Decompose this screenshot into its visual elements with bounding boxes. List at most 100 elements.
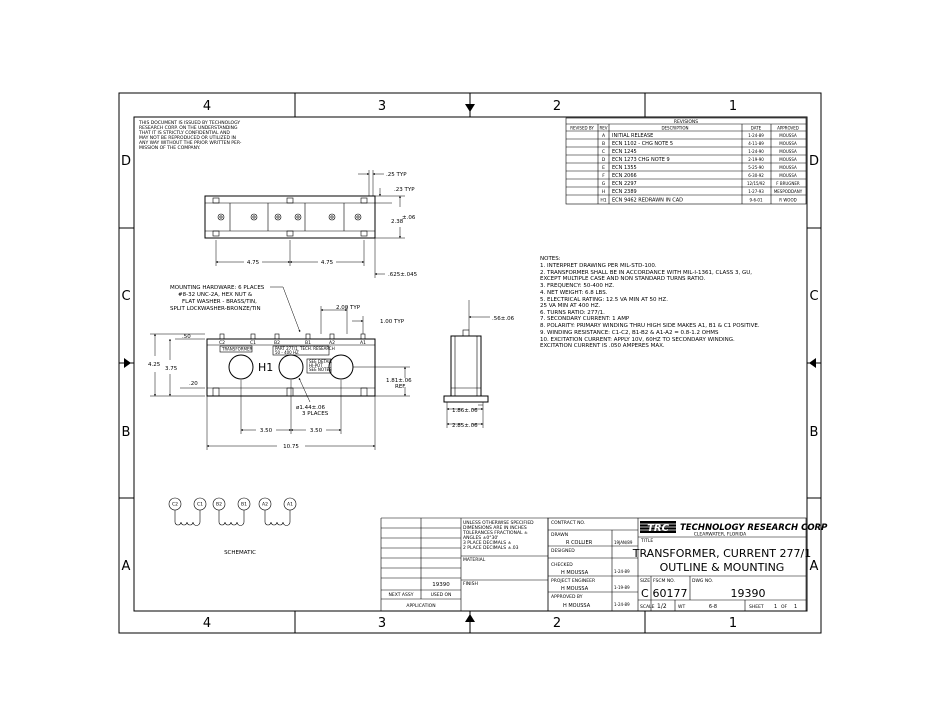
svg-text:DESIGNED: DESIGNED <box>551 548 575 554</box>
svg-text:3 PLACES: 3 PLACES <box>302 411 329 417</box>
svg-text:MESPODDANY: MESPODDANY <box>774 189 803 194</box>
revisions-table: REVISIONS REVISED BY REV DESCRIPTION DAT… <box>565 117 807 205</box>
svg-text:B1: B1 <box>241 502 247 508</box>
svg-text:REV: REV <box>599 126 607 131</box>
svg-text:TRANSFORMER: TRANSFORMER <box>221 347 253 352</box>
svg-text:1-19-89: 1-19-89 <box>614 585 630 590</box>
svg-text:1. INTERPRET DRAWING PER MIL-: 1. INTERPRET DRAWING PER MIL-STD-100. <box>540 263 657 269</box>
svg-text:.23 TYP: .23 TYP <box>394 187 415 193</box>
svg-text:.20: .20 <box>189 381 198 387</box>
svg-text:ø1.44±.06: ø1.44±.06 <box>296 405 325 411</box>
svg-text:H1: H1 <box>258 361 273 374</box>
svg-text:7. SECONDARY CURRENT: 1 AMP: 7. SECONDARY CURRENT: 1 AMP <box>540 316 630 322</box>
svg-text:D: D <box>809 154 819 169</box>
svg-text:APPROVED BY: APPROVED BY <box>551 594 583 600</box>
drawing-title: TRANSFORMER, CURRENT 277/1 <box>632 547 811 560</box>
svg-text:EXCITATION CURRENT IS .050 AMP: EXCITATION CURRENT IS .050 AMPERES MAX. <box>540 343 665 349</box>
svg-text:1: 1 <box>774 604 777 610</box>
svg-text:6-30-92: 6-30-92 <box>748 173 764 178</box>
svg-text:A: A <box>122 559 131 574</box>
svg-text:APPROVED: APPROVED <box>777 126 799 131</box>
svg-text:4: 4 <box>203 99 211 114</box>
svg-text:5. ELECTRICAL RATING: 12.5 VA: 5. ELECTRICAL RATING: 12.5 VA MIN AT 50 … <box>540 297 668 303</box>
svg-text:H MOUSSA: H MOUSSA <box>561 570 589 576</box>
svg-text:1.86±.06: 1.86±.06 <box>452 408 478 414</box>
svg-text:ANGLES ±0°30': ANGLES ±0°30' <box>463 535 498 541</box>
svg-text:A2: A2 <box>262 502 268 508</box>
svg-text:PROJECT ENGINEER: PROJECT ENGINEER <box>551 578 595 584</box>
svg-text:SIZE: SIZE <box>640 578 650 584</box>
svg-text:±.06: ±.06 <box>402 215 416 221</box>
center-mark-top-icon <box>465 104 475 112</box>
svg-text:.50: .50 <box>182 334 191 340</box>
svg-text:C1: C1 <box>197 502 203 508</box>
svg-text:25 VA MIN AT 400 HZ.: 25 VA MIN AT 400 HZ. <box>540 303 600 309</box>
table-row: F ECN 2066 6-30-92 MOUSSA <box>602 173 797 179</box>
svg-text:MOUSSA: MOUSSA <box>779 141 797 146</box>
svg-text:12/15/92: 12/15/92 <box>747 181 765 186</box>
svg-text:2. TRANSFORMER SHALL BE IN AC: 2. TRANSFORMER SHALL BE IN ACCORDANCE WI… <box>540 270 752 276</box>
svg-text:19JAN/89: 19JAN/89 <box>614 540 633 545</box>
svg-text:1-24-89: 1-24-89 <box>614 569 630 574</box>
svg-text:4-11-89: 4-11-89 <box>748 141 764 146</box>
svg-text:MOUSSA: MOUSSA <box>779 133 797 138</box>
svg-text:.25 TYP: .25 TYP <box>386 172 407 178</box>
svg-text:F: F <box>602 173 605 179</box>
svg-text:B: B <box>122 425 131 440</box>
drawing-number: 19390 <box>731 587 766 600</box>
svg-text:4.75: 4.75 <box>247 260 260 266</box>
core-window-icon <box>228 354 254 380</box>
svg-text:R WOOD: R WOOD <box>779 198 796 203</box>
svg-text:4.75: 4.75 <box>321 260 334 266</box>
svg-text:DIMENSIONS ARE IN INCHES: DIMENSIONS ARE IN INCHES <box>463 525 527 531</box>
svg-text:B2: B2 <box>274 340 280 346</box>
svg-text:4. NET WEIGHT: 6.8 LBS.: 4. NET WEIGHT: 6.8 LBS. <box>540 290 608 296</box>
svg-text:USED ON: USED ON <box>431 592 452 598</box>
svg-text:2.00 TYP: 2.00 TYP <box>336 305 361 311</box>
svg-text:MOUSSA: MOUSSA <box>779 173 797 178</box>
center-mark-left-icon <box>124 358 131 368</box>
svg-text:CHECKED: CHECKED <box>551 562 573 568</box>
table-row: A INITIAL RELEASE 1-24-89 MOUSSA <box>602 133 797 139</box>
winding-coil-icon <box>264 521 291 526</box>
center-mark-right-icon <box>809 358 816 368</box>
svg-text:3.50: 3.50 <box>310 428 323 434</box>
svg-text:ECN 2297: ECN 2297 <box>612 181 637 187</box>
svg-text:R COLLIER: R COLLIER <box>566 540 593 546</box>
svg-text:1-24-89: 1-24-89 <box>614 602 630 607</box>
svg-text:2: 2 <box>553 99 561 114</box>
terminal-stud-icon <box>219 333 366 340</box>
svg-text:THAT IT IS STRICTLY CONFIDENTI: THAT IT IS STRICTLY CONFIDENTIAL AND <box>138 130 230 136</box>
company-logo: TRC <box>640 521 676 534</box>
svg-text:E: E <box>602 165 605 171</box>
svg-text:1-24-89: 1-24-89 <box>748 133 764 138</box>
table-row: D ECN 1273 CHG NOTE 9 2-19-90 MOUSSA <box>602 157 797 163</box>
svg-text:H MOUSSA: H MOUSSA <box>561 586 589 592</box>
svg-text:C1: C1 <box>250 340 256 346</box>
svg-text:SPLIT LOCKWASHER-BRONZE/TIN: SPLIT LOCKWASHER-BRONZE/TIN <box>170 306 261 312</box>
svg-text:9. WINDING RESISTANCE: C1-C2,: 9. WINDING RESISTANCE: C1-C2, B1-B2 & A1… <box>540 330 719 336</box>
svg-text:C: C <box>121 289 130 304</box>
svg-text:INITIAL RELEASE: INITIAL RELEASE <box>612 133 653 139</box>
svg-text:A: A <box>810 559 819 574</box>
revisions-title: REVISIONS <box>674 119 698 125</box>
svg-text:3.75: 3.75 <box>165 366 178 372</box>
svg-text:1.00 TYP: 1.00 TYP <box>380 319 405 325</box>
svg-text:PART 277/1: PART 277/1 <box>275 346 298 351</box>
svg-text:1-27-93: 1-27-93 <box>748 189 764 194</box>
terminal-stud-icon <box>217 213 362 221</box>
svg-text:9-6-01: 9-6-01 <box>749 198 763 203</box>
svg-text:DRAWN: DRAWN <box>551 532 568 538</box>
svg-text:4: 4 <box>203 616 211 631</box>
svg-text:NOTES:: NOTES: <box>540 256 561 262</box>
svg-text:60177: 60177 <box>653 587 688 600</box>
svg-text:DESCRIPTION: DESCRIPTION <box>661 126 688 131</box>
svg-text:C: C <box>641 587 649 600</box>
svg-text:6. TURNS RATIO: 277/1.: 6. TURNS RATIO: 277/1. <box>540 310 605 316</box>
table-row: B ECN 1102 - CHG NOTE 5 4-11-89 MOUSSA <box>602 141 797 147</box>
svg-text:SCALE: SCALE <box>640 604 655 610</box>
svg-text:OUTLINE & MOUNTING: OUTLINE & MOUNTING <box>660 561 785 574</box>
svg-text:B2: B2 <box>216 502 222 508</box>
winding-coil-icon <box>218 521 245 526</box>
core-window-icon <box>328 354 354 380</box>
